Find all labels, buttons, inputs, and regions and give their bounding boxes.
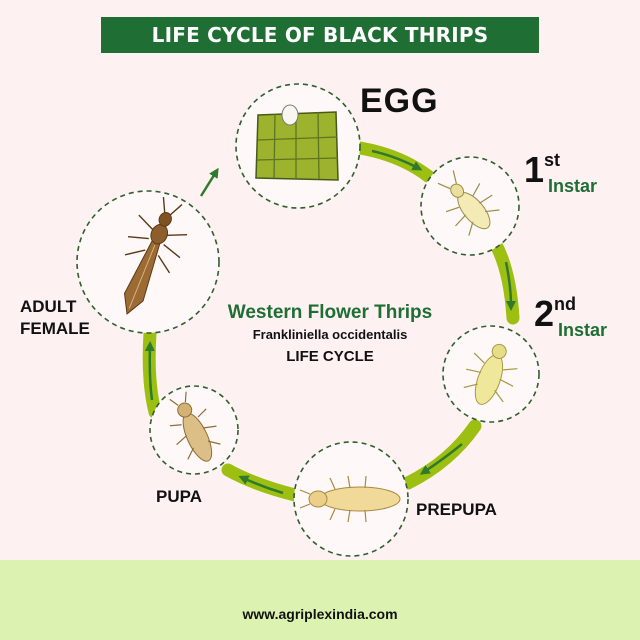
life-cycle-caption: LIFE CYCLE	[286, 348, 374, 365]
common-name: Western Flower Thrips	[227, 302, 433, 323]
arrow-head-icon	[371, 149, 423, 171]
second-instar-number: 2	[534, 293, 555, 334]
first-instar-larva-icon	[437, 170, 500, 236]
first-instar-label: 1st Instar	[524, 149, 597, 196]
adult-label-line1: ADULT	[20, 297, 77, 316]
arrow-head-icon	[504, 261, 516, 311]
prepupa-label: PREPUPA	[416, 500, 497, 519]
second-instar-word: Instar	[558, 320, 608, 340]
adult-thrips-icon	[123, 197, 188, 315]
second-instar-larva-icon	[463, 343, 518, 405]
cycle-arrow-icon	[199, 167, 219, 197]
cycle-arrow-icon	[353, 141, 435, 183]
first-instar-suffix: st	[544, 150, 561, 170]
second-instar-circle	[442, 325, 540, 423]
cycle-arrow-icon	[221, 463, 302, 502]
egg-label: EGG	[360, 82, 439, 120]
adult-female-label: ADULT FEMALE	[20, 296, 90, 340]
page-title: LIFE CYCLE OF BLACK THRIPS	[101, 17, 539, 53]
arrow-head-icon	[419, 443, 463, 475]
pupa-label: PUPA	[156, 487, 202, 506]
first-instar-number: 1	[524, 149, 545, 190]
pupa-icon	[169, 391, 221, 462]
first-instar-circle	[420, 156, 520, 256]
adult-female-circle	[76, 190, 220, 334]
cycle-arrow-icon	[401, 419, 482, 490]
page-title-text: LIFE CYCLE OF BLACK THRIPS	[151, 23, 489, 47]
first-instar-word: Instar	[548, 176, 598, 196]
second-instar-label: 2nd Instar	[534, 293, 607, 340]
arrow-head-icon	[238, 475, 284, 495]
egg-on-leaf-icon	[255, 104, 339, 181]
footer-url-link[interactable]: www.agriplexindia.com	[242, 606, 398, 622]
footer-band	[0, 560, 640, 640]
prepupa-icon	[299, 475, 401, 523]
prepupa-circle	[293, 441, 409, 557]
second-instar-suffix: nd	[554, 294, 577, 314]
scientific-name: Frankliniella occidentalis	[252, 327, 408, 342]
pupa-circle	[149, 385, 239, 475]
arrow-head-icon	[144, 341, 155, 401]
adult-label-line2: FEMALE	[20, 319, 90, 338]
egg-stage-circle	[235, 83, 361, 209]
